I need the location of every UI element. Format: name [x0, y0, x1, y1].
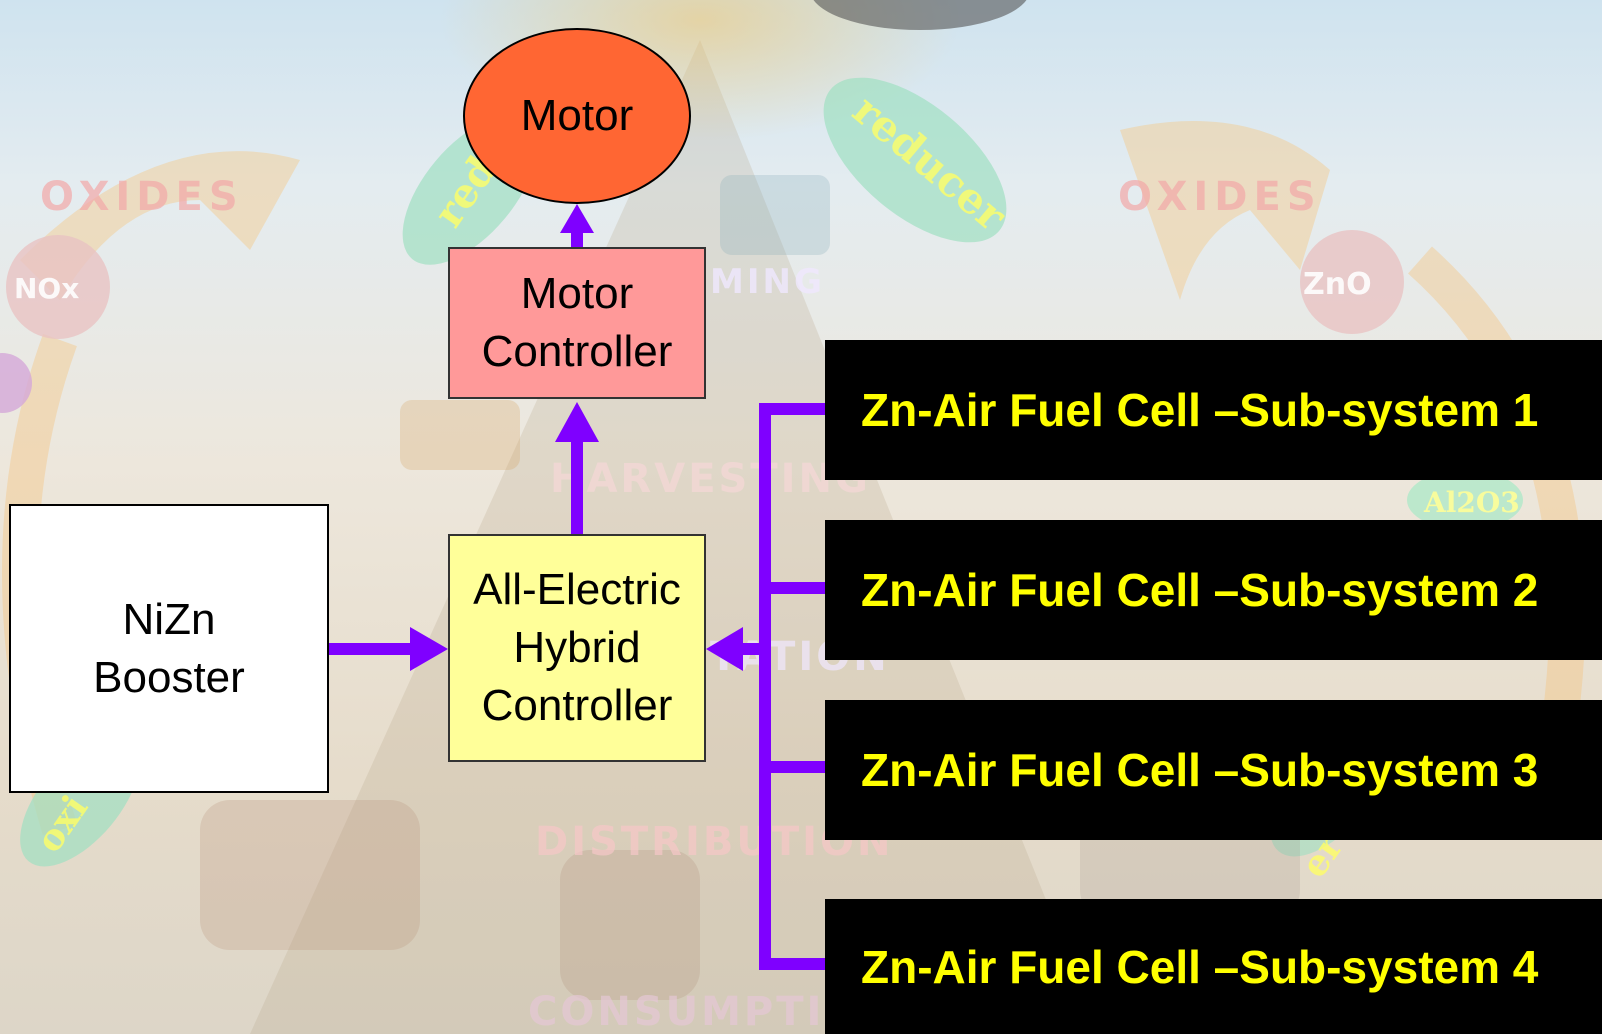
subsystem-1-label: Zn-Air Fuel Cell –Sub-system 1 — [861, 384, 1539, 436]
arrow-head-hybrid-to-controller — [555, 402, 599, 442]
subsystem-bus — [759, 403, 771, 970]
alumina-oval — [1407, 470, 1523, 530]
arrow-head-controller-to-motor — [560, 204, 594, 233]
hybrid-controller-line-1: All-Electric — [473, 565, 681, 614]
farming-label: MING — [710, 262, 825, 302]
oxides-label-right: OXIDES — [1118, 174, 1322, 220]
harvesting-label: HARVESTING — [550, 456, 871, 502]
dark-circle — [813, 0, 1027, 30]
arrow-head-booster-to-hybrid — [410, 627, 448, 671]
fuel-cell-subsystem-1: Zn-Air Fuel Cell –Sub-system 1 — [825, 340, 1602, 480]
motor-label: Motor — [520, 91, 634, 140]
subsystem-2-label: Zn-Air Fuel Cell –Sub-system 2 — [861, 564, 1539, 616]
subsystem-4-label: Zn-Air Fuel Cell –Sub-system 4 — [861, 940, 1539, 993]
consumption-label: CONSUMPTI — [528, 989, 824, 1034]
bus-tap-3 — [759, 761, 827, 773]
photo-blob — [400, 400, 520, 470]
nizn-booster-node: NiZn Booster — [9, 504, 329, 793]
nox-label: NOx — [14, 272, 79, 305]
fuel-cell-subsystem-2: Zn-Air Fuel Cell –Sub-system 2 — [825, 520, 1602, 660]
booster-line-1: NiZn — [122, 594, 216, 644]
motor-controller-node: Motor Controller — [448, 247, 706, 399]
motor-controller-line-2: Controller — [481, 327, 673, 376]
arrow-head-bus-to-hybrid — [706, 627, 743, 671]
fuel-cell-subsystem-3: Zn-Air Fuel Cell –Sub-system 3 — [825, 700, 1602, 840]
motor-node: Motor — [463, 28, 691, 204]
left-cycle-arrow — [20, 151, 300, 300]
zno-label: ZnO — [1303, 267, 1372, 302]
left-edge-bubble — [0, 353, 32, 413]
right-cycle-arrow — [1120, 121, 1330, 300]
hybrid-controller-line-2: Hybrid — [513, 623, 641, 672]
photo-blob — [560, 850, 700, 1000]
arrow-shaft-hybrid-to-controller — [571, 435, 583, 535]
bus-tap-1 — [759, 403, 827, 415]
fuel-cell-subsystem-4: Zn-Air Fuel Cell –Sub-system 4 — [825, 899, 1602, 1034]
hybrid-controller-node: All-Electric Hybrid Controller — [448, 534, 706, 762]
subsystem-3-label: Zn-Air Fuel Cell –Sub-system 3 — [861, 744, 1539, 796]
nox-bubble — [6, 235, 110, 339]
photo-blob — [200, 800, 420, 950]
photo-blob — [720, 175, 830, 255]
hybrid-controller-line-3: Controller — [481, 681, 673, 730]
zno-bubble — [1300, 230, 1404, 334]
alumina-label: Al2O3 — [1423, 486, 1520, 519]
bus-tap-2 — [759, 582, 827, 594]
arrow-shaft-booster-to-hybrid — [329, 643, 419, 655]
booster-line-2: Booster — [93, 652, 245, 702]
oxides-label-left: OXIDES — [40, 174, 244, 220]
motor-controller-line-1: Motor — [520, 269, 634, 318]
reducer-oval-right — [823, 77, 1007, 243]
bus-tap-4 — [759, 958, 827, 970]
